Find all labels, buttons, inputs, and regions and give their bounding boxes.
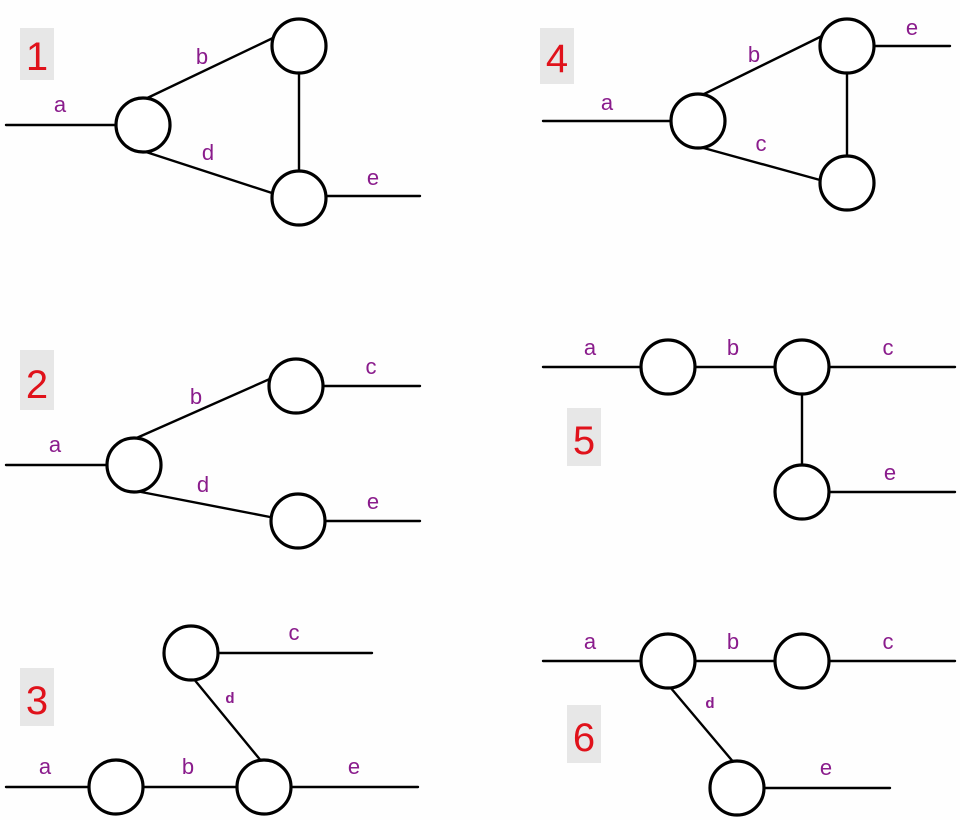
edge-label: c — [883, 335, 894, 360]
diagram-number: 2 — [26, 363, 48, 407]
diagram-number-badge — [567, 408, 601, 466]
edge-label: a — [584, 629, 597, 654]
node — [773, 338, 831, 396]
diagram-5: 5 a b c e — [541, 335, 957, 521]
diagram-number: 5 — [573, 419, 595, 463]
diagram-number-badge — [567, 705, 601, 763]
node — [87, 758, 145, 816]
node — [639, 632, 697, 690]
diagram-number-badge — [20, 28, 54, 80]
edge-d — [134, 489, 272, 519]
node — [669, 92, 727, 150]
edge-label: e — [906, 15, 918, 40]
edge-label: b — [748, 42, 760, 67]
edge-label: d — [705, 695, 714, 712]
edge-label: c — [883, 629, 894, 654]
node — [270, 169, 328, 227]
node — [162, 624, 220, 682]
node — [818, 154, 876, 212]
diagram-6: 6 a b c d e — [541, 629, 957, 817]
edge-label: a — [584, 335, 597, 360]
edge-label: a — [601, 90, 614, 115]
diagram-number-badge — [20, 668, 54, 726]
edge-label: c — [366, 354, 377, 379]
edge-label: d — [202, 140, 214, 165]
edge-label: e — [367, 165, 379, 190]
diagram-3: 3 c d a b e — [4, 620, 420, 816]
edge-label: d — [225, 690, 234, 707]
edge-label: e — [884, 460, 896, 485]
diagram-1: 1 a b d e — [4, 17, 422, 227]
diagram-number: 4 — [546, 37, 568, 81]
diagram-number: 6 — [573, 716, 595, 760]
edge-label: a — [39, 754, 52, 779]
edge-label: a — [54, 92, 67, 117]
node — [269, 492, 327, 550]
edge-b — [696, 34, 824, 99]
edge-label: e — [820, 755, 832, 780]
edge-label: b — [196, 44, 208, 69]
node — [114, 96, 172, 154]
node — [270, 17, 328, 75]
edge-label: c — [289, 620, 300, 645]
node — [773, 632, 831, 690]
edge-label: b — [190, 384, 202, 409]
node — [639, 338, 697, 396]
edge-b — [130, 376, 274, 442]
edge-label: e — [348, 754, 360, 779]
node — [818, 17, 876, 75]
diagram-2: 2 a b d c e — [4, 350, 422, 550]
node — [267, 357, 325, 415]
edge-label: a — [49, 432, 62, 457]
diagram-4: 4 e b a c — [540, 15, 952, 212]
edge-label: e — [367, 489, 379, 514]
node — [235, 758, 293, 816]
edge-b — [139, 35, 277, 103]
diagram-number-badge — [540, 28, 574, 84]
node — [708, 759, 766, 817]
diagram-number-badge — [20, 350, 54, 410]
diagram-number: 1 — [26, 35, 48, 79]
edge-d — [668, 685, 737, 766]
edge-label: b — [727, 335, 739, 360]
edge-label: d — [197, 472, 209, 497]
edge-label: b — [182, 754, 194, 779]
node — [773, 463, 831, 521]
edge-label: c — [756, 131, 767, 156]
diagram-number: 3 — [26, 679, 48, 723]
edge-label: b — [727, 629, 739, 654]
edge-d — [191, 676, 264, 764]
edge-c — [698, 145, 822, 182]
node — [105, 436, 163, 494]
edge-d — [141, 149, 274, 195]
